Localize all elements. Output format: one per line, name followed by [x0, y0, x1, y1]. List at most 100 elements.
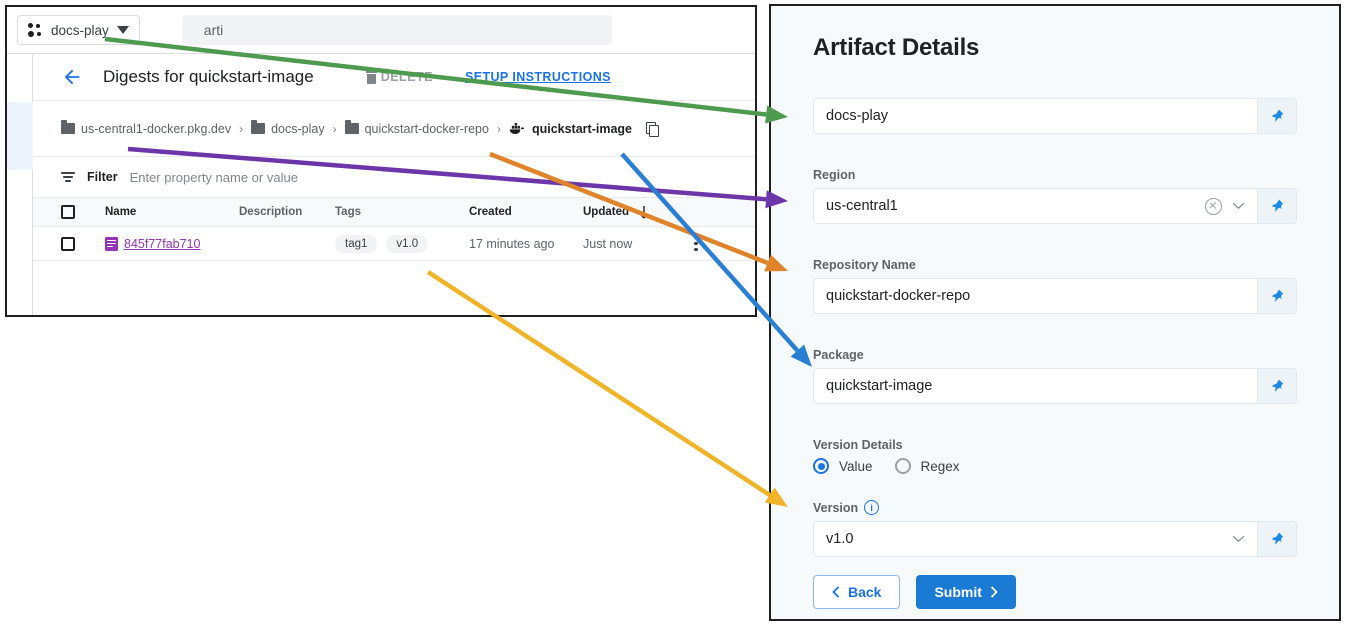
folder-icon [344, 120, 359, 134]
submit-button-label: Submit [934, 584, 982, 600]
breadcrumb-item-image[interactable]: quickstart-image [509, 122, 632, 136]
region-pin-button[interactable] [1257, 188, 1297, 224]
project-field[interactable]: docs-play [813, 98, 1297, 134]
artifact-details-panel: Artifact Details docs-play Region us-cen… [769, 4, 1341, 621]
table-row[interactable]: 845f77fab710 tag1 v1.0 17 minutes ago Ju… [33, 227, 755, 261]
console-body: Digests for quickstart-image DELETE SETU… [7, 54, 755, 315]
folder-icon [61, 120, 75, 134]
repository-pin-button[interactable] [1257, 278, 1297, 314]
cell-name[interactable]: 845f77fab710 [105, 236, 239, 251]
panel-buttons: Back Submit [813, 575, 1297, 609]
console-top-bar: docs-play arti [7, 7, 755, 54]
filter-label: Filter [87, 170, 118, 184]
region-field-value: us-central1 [826, 198, 898, 214]
breadcrumb-label: quickstart-image [531, 121, 632, 136]
column-header-name[interactable]: Name [105, 206, 137, 218]
left-nav-rail[interactable] [7, 54, 33, 315]
pin-icon [1271, 289, 1284, 302]
delete-button-label: DELETE [380, 70, 433, 84]
breadcrumb-separator: › [332, 121, 337, 136]
project-pin-button[interactable] [1257, 98, 1297, 134]
digest-link[interactable]: 845f77fab710 [124, 236, 201, 251]
delete-button[interactable]: DELETE [365, 70, 433, 84]
digest-icon [105, 236, 118, 251]
row-menu-button[interactable] [679, 235, 713, 252]
breadcrumb-separator: › [496, 121, 501, 136]
version-field-value: v1.0 [826, 531, 854, 547]
row-checkbox[interactable] [61, 236, 105, 251]
column-header-updated-label: Updated [583, 206, 629, 218]
breadcrumb-label: us-central1-docker.pkg.dev [81, 121, 232, 136]
repository-label: Repository Name [813, 258, 916, 272]
clear-icon[interactable] [1205, 197, 1222, 215]
copy-icon[interactable] [645, 121, 659, 137]
column-header-description[interactable]: Description [239, 206, 303, 218]
panel-title: Artifact Details [813, 34, 980, 61]
header-actions: DELETE SETUP INSTRUCTIONS [365, 70, 611, 84]
chevron-left-icon [832, 586, 840, 598]
console-content: Digests for quickstart-image DELETE SETU… [33, 54, 755, 315]
filter-bar[interactable]: Filter Enter property name or value [33, 157, 755, 197]
trash-icon [365, 70, 377, 84]
page-title: Digests for quickstart-image [103, 67, 314, 86]
version-details-label: Version Details [813, 438, 903, 452]
breadcrumb-separator: › [239, 121, 244, 136]
chevron-right-icon [990, 586, 998, 598]
kebab-menu-icon [694, 235, 698, 252]
version-details-radio-group: Value Regex [813, 458, 1297, 474]
search-input-value: arti [203, 22, 224, 38]
filter-icon [61, 171, 75, 183]
radio-regex[interactable] [894, 458, 911, 474]
package-field-value: quickstart-image [826, 378, 933, 394]
project-field-value: docs-play [826, 108, 889, 124]
cloud-project-dots-icon [28, 22, 43, 38]
docker-whale-icon [509, 122, 525, 134]
filter-input-placeholder[interactable]: Enter property name or value [129, 169, 298, 185]
caret-down-icon[interactable] [116, 26, 129, 34]
pin-icon [1271, 532, 1284, 545]
submit-button[interactable]: Submit [916, 575, 1016, 609]
version-pin-button[interactable] [1257, 521, 1297, 557]
repository-field-value: quickstart-docker-repo [826, 288, 971, 304]
table-header-row: Name Description Tags Created Updated [33, 198, 755, 227]
breadcrumb-item-project[interactable]: docs-play [251, 120, 325, 136]
pin-icon [1271, 379, 1284, 392]
page-header: Digests for quickstart-image DELETE SETU… [33, 54, 755, 101]
version-label-row: Version i [813, 500, 1297, 515]
version-field[interactable]: v1.0 [813, 521, 1297, 557]
breadcrumb-item-registry[interactable]: us-central1-docker.pkg.dev [61, 120, 232, 136]
column-header-tags[interactable]: Tags [335, 206, 361, 218]
tag-chip[interactable]: tag1 [335, 234, 378, 253]
package-pin-button[interactable] [1257, 368, 1297, 404]
pin-icon [1271, 109, 1284, 122]
back-button[interactable]: Back [813, 575, 901, 609]
search-input[interactable]: arti [181, 15, 612, 45]
breadcrumb-label: docs-play [271, 121, 325, 136]
cell-updated: Just now [583, 236, 633, 251]
region-field-group: Region us-central1 [813, 168, 1297, 224]
digests-table: Name Description Tags Created Updated [33, 197, 755, 261]
column-header-updated[interactable]: Updated [583, 205, 679, 219]
folder-icon [251, 120, 266, 134]
column-header-created[interactable]: Created [469, 206, 512, 218]
radio-regex-label: Regex [920, 458, 960, 474]
back-button-label: Back [848, 584, 882, 600]
chevron-down-icon[interactable] [1232, 535, 1245, 543]
breadcrumb: us-central1-docker.pkg.dev › docs-play ›… [33, 101, 755, 157]
cell-tags: tag1 v1.0 [335, 234, 469, 253]
repository-field[interactable]: quickstart-docker-repo [813, 278, 1297, 314]
chevron-down-icon[interactable] [1232, 202, 1245, 210]
region-field[interactable]: us-central1 [813, 188, 1297, 224]
package-field-group: Package quickstart-image [813, 348, 1297, 404]
version-label: Version [813, 500, 859, 515]
tag-chip[interactable]: v1.0 [386, 234, 429, 253]
setup-instructions-link[interactable]: SETUP INSTRUCTIONS [465, 70, 611, 84]
select-all-checkbox[interactable] [61, 205, 105, 219]
breadcrumb-item-repo[interactable]: quickstart-docker-repo [344, 120, 489, 136]
project-selector[interactable]: docs-play [17, 15, 140, 45]
info-icon[interactable]: i [864, 500, 880, 515]
package-field[interactable]: quickstart-image [813, 368, 1297, 404]
back-arrow-icon[interactable] [61, 66, 83, 88]
radio-value[interactable] [813, 458, 829, 474]
radio-value-label: Value [839, 458, 873, 474]
